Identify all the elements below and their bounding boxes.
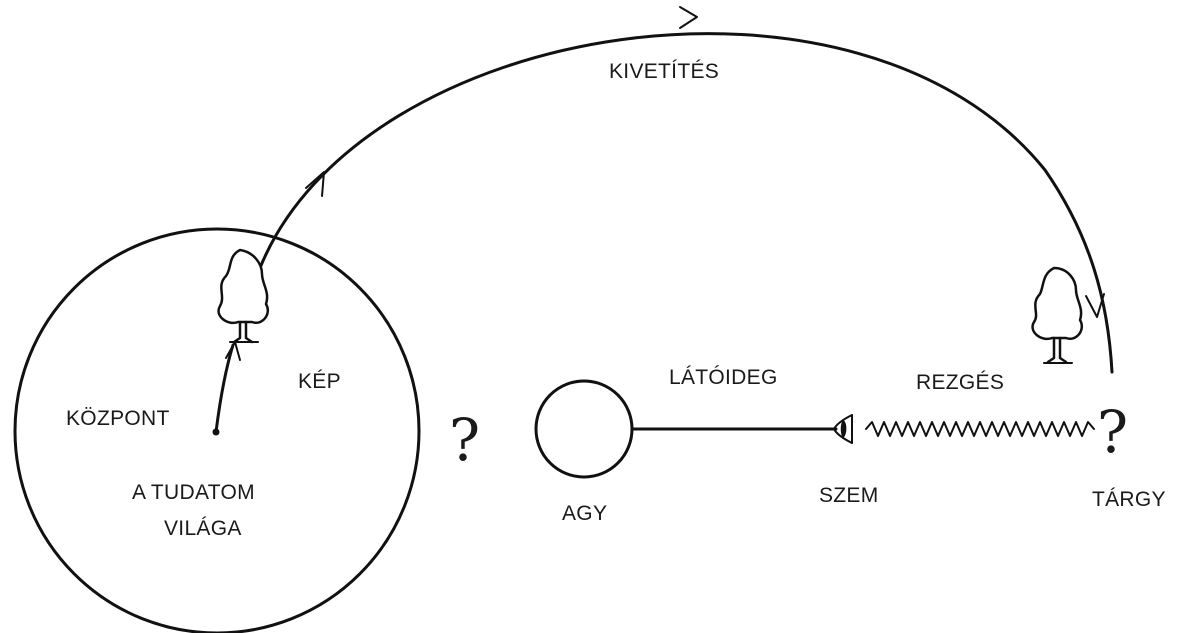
label-projection: KIVETÍTÉS	[609, 60, 719, 83]
brain-circle	[534, 379, 634, 479]
label-brain: AGY	[562, 502, 607, 525]
label-consciousness-line1: A TUDATOM	[132, 481, 255, 504]
eye-icon	[833, 414, 853, 444]
label-vibration: REZGÉS	[916, 371, 1004, 394]
arc-arrow-end	[1085, 293, 1105, 318]
tree-object-icon	[1031, 266, 1083, 364]
question-mark-gap: ?	[449, 406, 480, 474]
projection-arc	[258, 32, 1114, 374]
label-object: TÁRGY	[1092, 488, 1166, 511]
consciousness-circle	[13, 227, 421, 633]
label-consciousness-line2: VILÁGA	[164, 517, 242, 540]
arc-arrow-start	[305, 171, 325, 197]
center-to-image-line	[214, 343, 235, 434]
label-eye: SZEM	[819, 484, 879, 507]
question-mark-object: ?	[1097, 398, 1128, 466]
tree-image-icon	[217, 248, 269, 344]
arc-arrow-top	[679, 6, 698, 29]
label-center: KÖZPONT	[66, 407, 170, 430]
label-optic-nerve: LÁTÓIDEG	[669, 366, 778, 389]
label-image: KÉP	[298, 370, 341, 393]
vibration-wave	[865, 421, 1095, 437]
